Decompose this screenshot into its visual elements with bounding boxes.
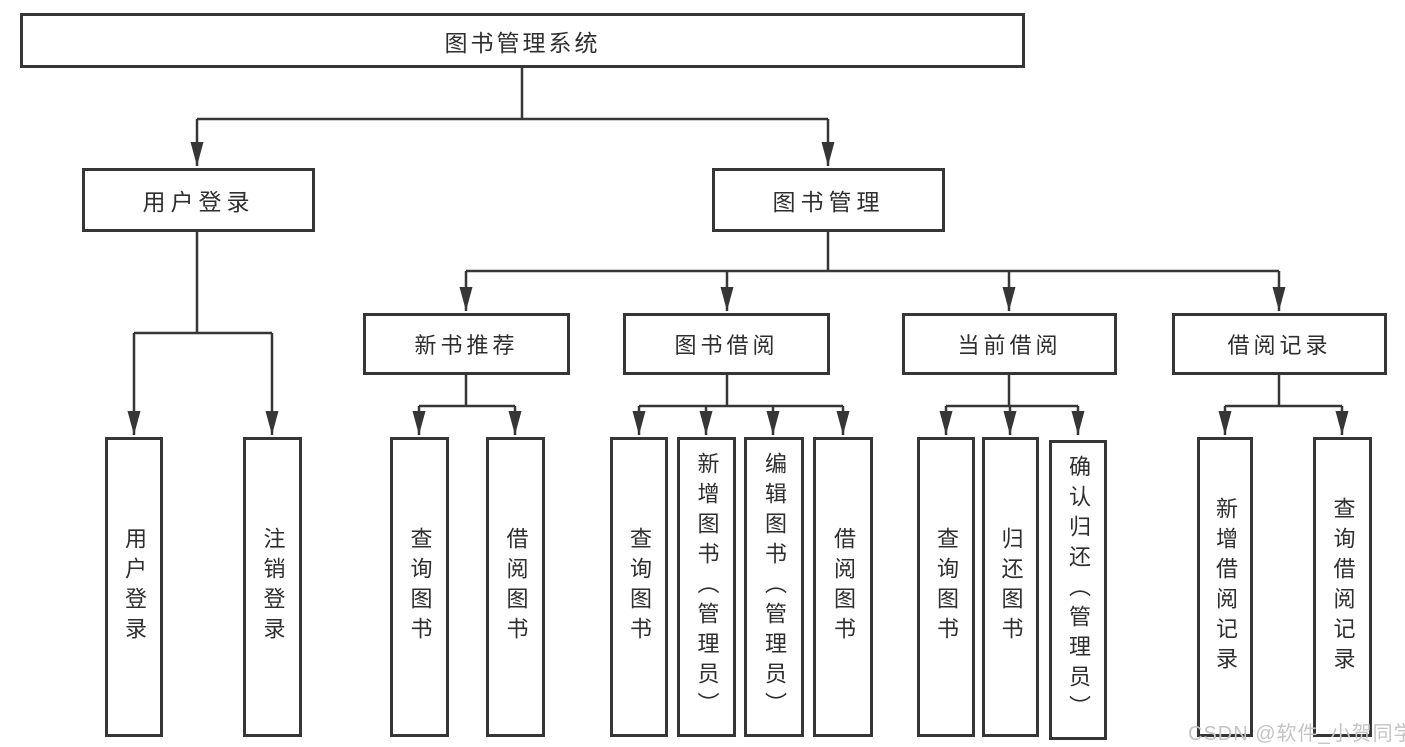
leaf-confirm-return-admin: 确认归还（管理员） [1049,440,1107,740]
leaf-edit-books-admin: 编辑图书（管理员） [744,437,804,737]
leaf-return-books-label: 归还图书 [998,527,1024,647]
node-book-management: 图书管理 [712,168,945,232]
leaf-add-borrow-record-label: 新增借阅记录 [1213,497,1238,677]
leaf-query-books-current: 查询图书 [917,437,975,737]
leaf-query-books-borrowing: 查询图书 [610,437,668,737]
node-borrowing-records-label: 借阅记录 [1227,333,1332,358]
leaf-query-books-borrowing-label: 查询图书 [627,527,652,647]
leaf-logout: 注销登录 [243,437,302,737]
leaf-query-borrow-record: 查询借阅记录 [1313,437,1372,737]
node-book-management-label: 图书管理 [772,189,885,215]
leaf-borrow-books: 借阅图书 [813,437,873,737]
node-user-login: 用户登录 [82,168,315,232]
node-library-management-system-label: 图书管理系统 [444,29,601,56]
leaf-logout-label: 注销登录 [260,527,286,647]
leaf-confirm-return-admin-label: 确认归还（管理员） [1066,455,1091,725]
node-current-borrowing-label: 当前借阅 [957,333,1062,358]
leaf-user-login: 用户登录 [105,437,163,737]
node-book-borrowing-label: 图书借阅 [674,333,779,358]
leaf-return-books: 归还图书 [982,437,1039,737]
leaf-query-books-recommend: 查询图书 [390,437,449,737]
node-library-management-system: 图书管理系统 [20,13,1025,68]
csdn-watermark: CSDN @软件_小贺同学 [1188,723,1405,745]
leaf-edit-books-admin-label: 编辑图书（管理员） [762,452,787,722]
node-borrowing-records: 借阅记录 [1172,313,1387,375]
leaf-query-borrow-record-label: 查询借阅记录 [1330,497,1356,677]
leaf-add-borrow-record: 新增借阅记录 [1197,437,1253,737]
leaf-user-login-label: 用户登录 [122,527,147,647]
leaf-query-books-current-label: 查询图书 [934,527,959,647]
leaf-borrow-books-recommend: 借阅图书 [486,437,545,737]
leaf-add-books-admin-label: 新增图书（管理员） [694,452,720,722]
node-current-borrowing: 当前借阅 [902,313,1117,375]
node-new-book-recommendation-label: 新书推荐 [414,333,519,358]
leaf-add-books-admin: 新增图书（管理员） [677,437,736,737]
node-new-book-recommendation: 新书推荐 [363,313,570,375]
leaf-borrow-books-recommend-label: 借阅图书 [503,527,529,647]
leaf-borrow-books-label: 借阅图书 [831,527,856,647]
node-book-borrowing: 图书借阅 [623,313,830,375]
node-user-login-label: 用户登录 [142,189,255,215]
leaf-query-books-recommend-label: 查询图书 [407,527,433,647]
